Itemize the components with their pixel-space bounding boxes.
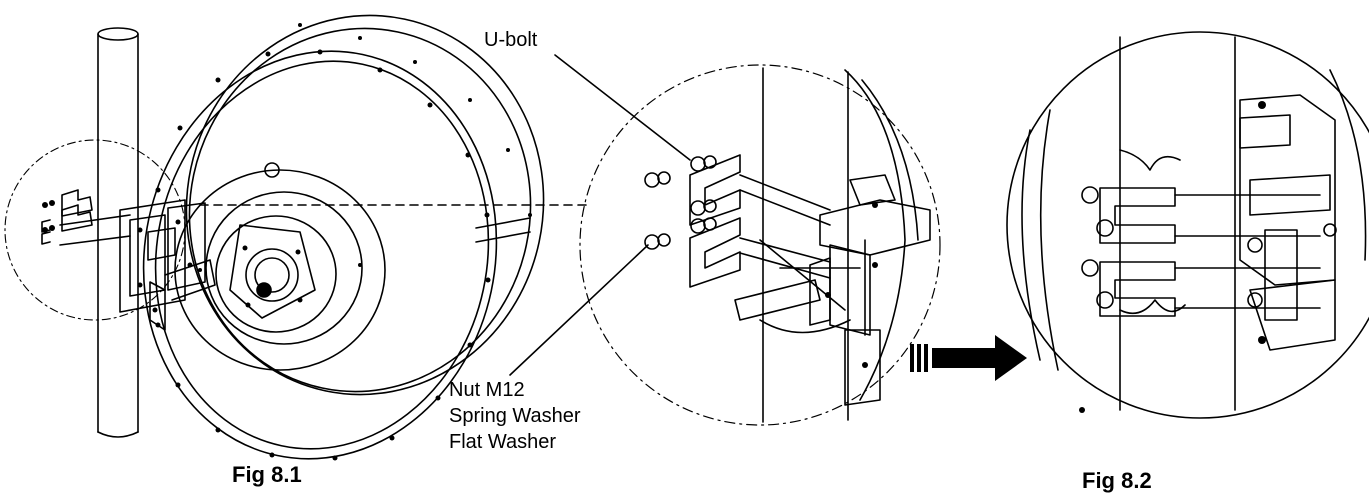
- mount-bracket: [59, 199, 216, 331]
- detail-bracket: [734, 174, 931, 406]
- detail-circle-small: [4, 139, 186, 321]
- leader-ubolt: [554, 54, 691, 161]
- fig-8-1-caption: Fig 8.1: [232, 462, 302, 487]
- detail-pole: [759, 67, 849, 423]
- ubolt-label: U-bolt: [484, 29, 538, 51]
- installed-pole: [1119, 36, 1236, 411]
- flat-washer-label: Flat Washer: [449, 431, 557, 453]
- spring-washer-label: Spring Washer: [449, 405, 581, 427]
- fig-8-2-caption: Fig 8.2: [1082, 468, 1152, 493]
- detail-dish-rim: [844, 69, 919, 401]
- installed-bracket: [1079, 94, 1336, 413]
- detail-nuts-washers: [644, 155, 717, 250]
- installed-ubolts: [1099, 187, 1321, 317]
- feed-hub: [174, 162, 386, 371]
- installed-detail-circle: [1006, 31, 1369, 419]
- installed-nuts: [1081, 186, 1337, 309]
- installed-dish-rim: [1021, 69, 1367, 371]
- arrow-icon: [910, 335, 1027, 381]
- leader-nut: [509, 244, 649, 376]
- antenna-dish: [142, 14, 545, 461]
- small-ubolts: [41, 189, 93, 245]
- mounting-pole: [97, 27, 139, 438]
- nut-label: Nut M12: [449, 379, 525, 401]
- detail-circle-large: [579, 64, 941, 426]
